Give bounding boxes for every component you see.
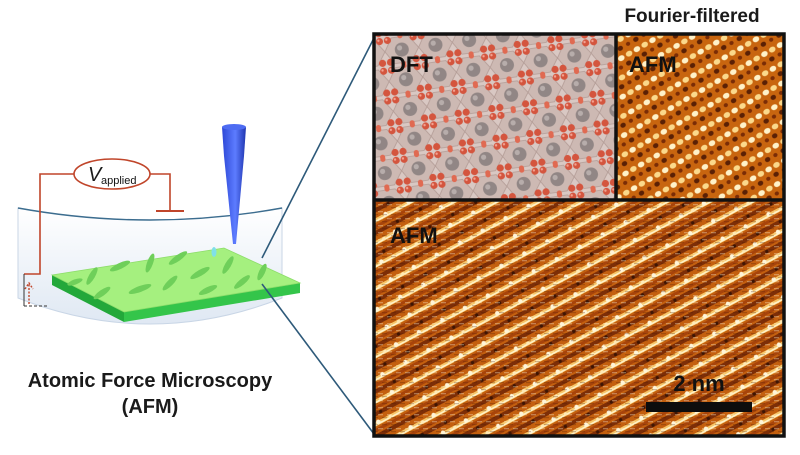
afm-small-label: AFM xyxy=(629,52,677,77)
arrow-up-icon xyxy=(24,281,34,304)
afm-schematic: V applied xyxy=(17,124,302,418)
zoom-line-bottom xyxy=(261,283,375,435)
afm-fourier-filtered-image xyxy=(616,34,784,200)
afm-large-label: AFM xyxy=(390,223,438,248)
fourier-filtered-title: Fourier-filtered xyxy=(624,6,759,27)
surface-flakes xyxy=(67,247,267,300)
scale-bar xyxy=(646,402,752,412)
svg-text:V: V xyxy=(88,164,103,186)
voltage-source xyxy=(73,158,151,190)
sample-side-front xyxy=(52,275,124,322)
sample-side-right xyxy=(124,283,300,322)
zoom-line-top xyxy=(261,37,375,259)
caption-line-2: (AFM) xyxy=(122,396,179,418)
dish-rim xyxy=(17,207,283,221)
dft-label: DFT xyxy=(390,52,433,77)
caption-line-1: Atomic Force Microscopy xyxy=(28,370,273,392)
image-panels: Fourier-filtered DFT AFM AFM 2 nm xyxy=(372,6,786,438)
afm-tip xyxy=(222,124,246,244)
dft-structure-image xyxy=(374,34,616,200)
voltage-symbol: V xyxy=(88,164,103,186)
voltage-subscript: applied xyxy=(101,175,136,187)
svg-text:applied: applied xyxy=(101,175,136,187)
circuit-wire xyxy=(24,173,171,275)
scale-bar-label: 2 nm xyxy=(673,371,724,396)
